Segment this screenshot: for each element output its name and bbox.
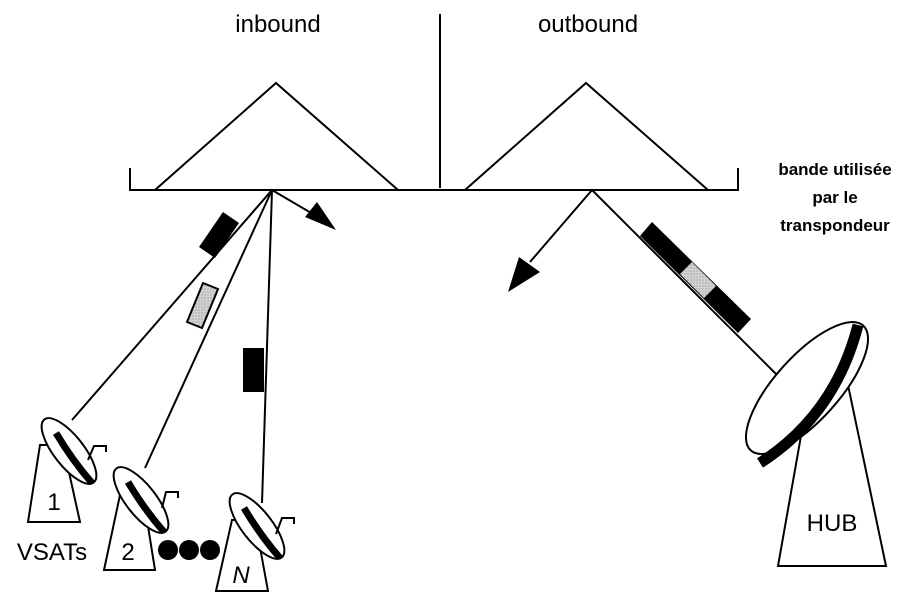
- vsat-2-terminal: 2: [102, 466, 179, 571]
- vsat-2-number: 2: [121, 539, 134, 566]
- band-label-line2: par le: [812, 188, 857, 207]
- packet-vsat-1: [199, 212, 239, 258]
- ellipsis-dot: [200, 540, 220, 560]
- outbound-label: outbound: [538, 11, 638, 38]
- packet-hub-light: [680, 262, 716, 298]
- vsat-n-feed: [275, 517, 295, 535]
- hub-dish: [744, 321, 870, 455]
- inbound-spectrum-triangle: [154, 81, 399, 191]
- uplink-vsat-1: [71, 189, 273, 421]
- band-label-line3: transpondeur: [780, 216, 890, 235]
- vsat-1-terminal: 1: [26, 417, 107, 523]
- vsats-label: VSATs: [17, 539, 87, 566]
- vsat-2-dish-rim: [124, 480, 167, 535]
- vsat-n-terminal: N: [214, 492, 295, 592]
- vsat-n-dish-rim: [240, 506, 283, 561]
- transponder-band-bracket: [129, 168, 739, 191]
- vsat-2-feed: [161, 491, 179, 509]
- inbound-downlink-arrowhead: [305, 202, 336, 230]
- hub-label: HUB: [807, 510, 858, 537]
- packet-vsat-2: [185, 281, 220, 330]
- band-label-line1: bande utilisée: [778, 160, 891, 179]
- hub-station: HUB: [744, 321, 888, 567]
- hub-link: [591, 189, 781, 379]
- outbound-spectrum-triangle: [464, 81, 709, 191]
- inbound-label: inbound: [235, 11, 320, 38]
- vsat-1-number: 1: [47, 489, 60, 516]
- outbound-downlink-line: [529, 189, 593, 263]
- outbound-downlink-arrowhead: [508, 257, 540, 292]
- ellipsis-dot: [179, 540, 199, 560]
- hub-dish-rim: [757, 323, 864, 468]
- uplink-vsat-n: [261, 189, 273, 504]
- vsat-1-dish-rim: [52, 431, 95, 486]
- ellipsis-dot: [158, 540, 178, 560]
- packet-vsat-n: [243, 348, 264, 392]
- vsat-n-number: N: [232, 562, 250, 589]
- uplink-vsat-2: [144, 189, 273, 469]
- more-vsats-ellipsis: [158, 540, 220, 560]
- vsat-1-feed: [87, 445, 107, 461]
